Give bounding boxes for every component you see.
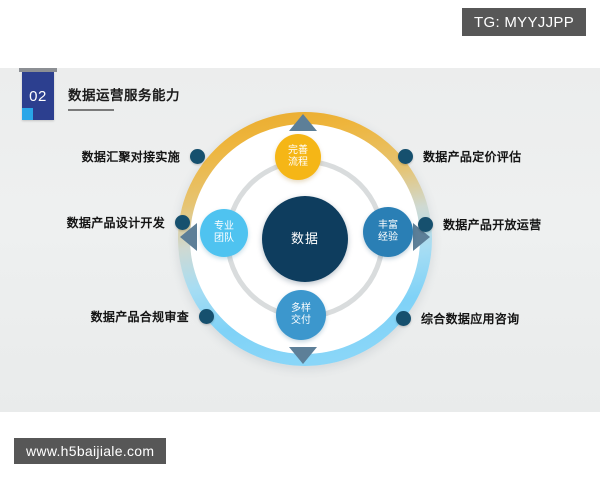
center-circle[interactable]: 数据 bbox=[262, 196, 348, 282]
watermark-bottom: www.h5baijiale.com bbox=[14, 438, 167, 464]
node-left-1[interactable]: 数据汇聚对接实施 bbox=[82, 148, 205, 165]
node-right-3[interactable]: 综合数据应用咨询 bbox=[396, 310, 519, 327]
radial-cycle-diagram: 完善 流程 专业 团队 丰富 经验 多样 交付 数据 bbox=[178, 112, 432, 366]
bubble-left[interactable]: 专业 团队 bbox=[200, 209, 248, 257]
slide-canvas: 02 数据运营服务能力 完善 流程 专业 团队 丰富 经验 多样 交付 bbox=[0, 68, 600, 412]
bubble-bottom[interactable]: 多样 交付 bbox=[276, 290, 326, 340]
node-left-1-label: 数据汇聚对接实施 bbox=[81, 150, 180, 164]
node-left-2-label: 数据产品设计开发 bbox=[66, 216, 165, 230]
node-dot-icon bbox=[398, 149, 413, 164]
bubble-right-line2: 经验 bbox=[378, 232, 398, 243]
page-title: 数据运营服务能力 bbox=[68, 88, 180, 103]
title-underline bbox=[68, 109, 114, 111]
section-number-badge: 02 bbox=[19, 68, 57, 120]
center-circle-label: 数据 bbox=[290, 231, 319, 247]
arrow-down-icon bbox=[289, 347, 317, 364]
bubble-top[interactable]: 完善 流程 bbox=[275, 134, 321, 180]
node-dot-icon bbox=[396, 311, 411, 326]
node-dot-icon bbox=[190, 149, 205, 164]
bubble-right[interactable]: 丰富 经验 bbox=[363, 207, 413, 257]
bubble-left-line2: 团队 bbox=[214, 233, 234, 244]
node-dot-icon bbox=[418, 217, 433, 232]
node-dot-icon bbox=[199, 309, 214, 324]
title-wrapper: 数据运营服务能力 bbox=[68, 72, 180, 111]
node-left-3[interactable]: 数据产品合规审查 bbox=[91, 308, 214, 325]
node-right-3-label: 综合数据应用咨询 bbox=[421, 312, 520, 326]
node-dot-icon bbox=[175, 215, 190, 230]
bubble-bottom-line1: 多样 bbox=[291, 303, 311, 315]
node-right-2-label: 数据产品开放运营 bbox=[443, 218, 542, 232]
arrow-up-icon bbox=[289, 114, 317, 131]
node-right-1-label: 数据产品定价评估 bbox=[423, 150, 522, 164]
bubble-top-line1: 完善 bbox=[288, 145, 308, 157]
arrow-left-icon bbox=[180, 223, 197, 251]
bubble-top-line2: 流程 bbox=[288, 157, 308, 168]
node-right-2[interactable]: 数据产品开放运营 bbox=[418, 216, 541, 233]
bubble-bottom-line2: 交付 bbox=[291, 315, 311, 326]
slide-heading: 02 数据运营服务能力 bbox=[19, 68, 180, 120]
watermark-top: TG: MYYJJPP bbox=[462, 8, 586, 36]
node-left-3-label: 数据产品合规审查 bbox=[90, 310, 189, 324]
bubble-left-line1: 专业 bbox=[214, 221, 234, 233]
node-right-1[interactable]: 数据产品定价评估 bbox=[398, 148, 521, 165]
node-left-2[interactable]: 数据产品设计开发 bbox=[67, 214, 190, 231]
bubble-right-line1: 丰富 bbox=[378, 220, 398, 232]
section-number-text: 02 bbox=[29, 87, 47, 105]
